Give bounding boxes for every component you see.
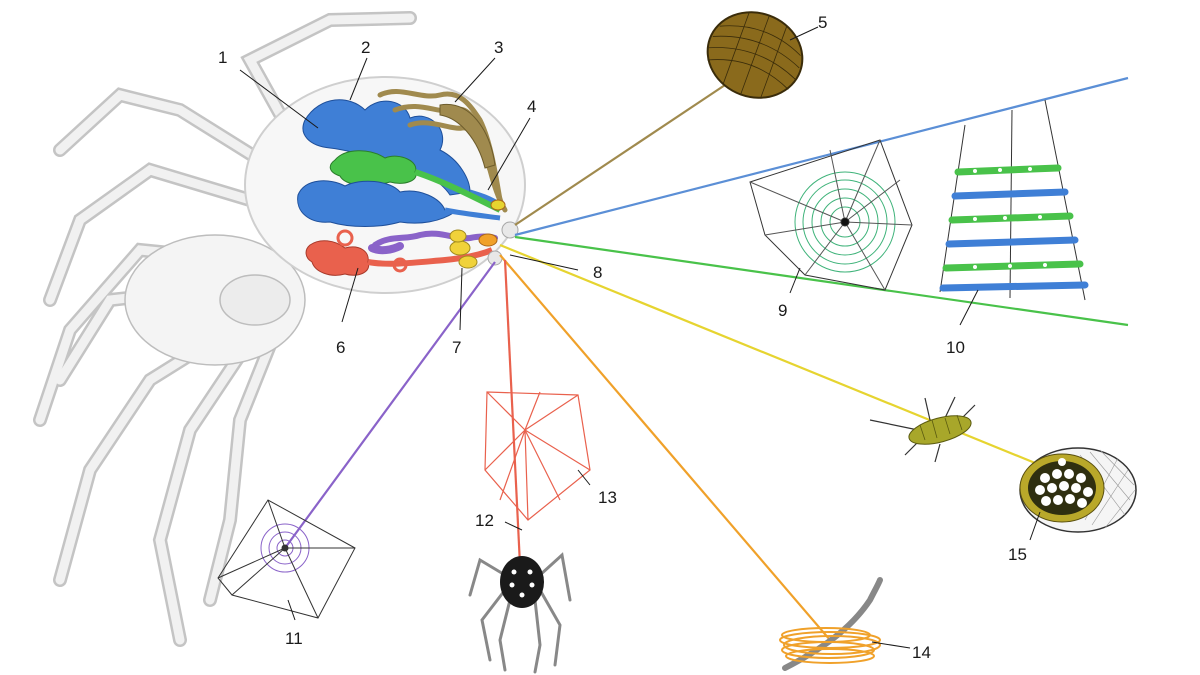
egg-cocoon-section — [1019, 447, 1137, 533]
label-12: 12 — [475, 511, 494, 530]
silk-wrap — [779, 627, 881, 664]
label-15: 15 — [1008, 545, 1027, 564]
twig-with-silk-wrap — [779, 577, 883, 671]
leader-lines — [239, 26, 1041, 649]
wrapped-prey — [869, 396, 976, 463]
piriform-gland — [449, 229, 478, 269]
sheet-web-purple — [217, 499, 356, 619]
thread-lower-green — [514, 235, 1129, 327]
label-13: 13 — [598, 488, 617, 507]
sternum — [219, 274, 291, 326]
hanging-spider — [468, 552, 572, 674]
label-9: 9 — [778, 301, 787, 320]
thread-orange — [499, 254, 831, 641]
minor-ampullate-gland — [297, 180, 501, 227]
label-11: 11 — [285, 629, 303, 648]
label-10: 10 — [946, 338, 965, 357]
egg-sac — [706, 11, 804, 99]
label-3: 3 — [494, 38, 503, 57]
thread-purple — [284, 261, 496, 549]
capture-thread-bands — [939, 164, 1089, 292]
orb-web — [749, 139, 913, 291]
capture-thread-detail — [939, 99, 1089, 301]
aggregate-gland — [305, 229, 494, 276]
tubuliform-gland-sac — [439, 103, 496, 169]
number-labels: 1 2 3 4 5 6 7 8 9 10 11 12 13 14 15 — [218, 13, 1027, 662]
thread-to-egg-sac — [514, 84, 726, 226]
label-8: 8 — [593, 263, 602, 282]
silk-glands — [297, 89, 519, 276]
glue-droplets — [973, 167, 1047, 269]
thread-red — [503, 259, 522, 566]
red-web — [484, 391, 591, 521]
thread-upper-blue — [514, 76, 1129, 237]
label-7: 7 — [452, 338, 461, 357]
label-6: 6 — [336, 338, 345, 357]
label-4: 4 — [527, 97, 536, 116]
orb-web-spiral — [794, 171, 896, 273]
spigots — [478, 199, 506, 247]
spider-body-illustration — [33, 11, 526, 647]
label-14: 14 — [912, 643, 931, 662]
spinnerets — [487, 221, 519, 266]
eggs — [1035, 458, 1093, 508]
label-5: 5 — [818, 13, 827, 32]
label-2: 2 — [361, 38, 370, 57]
label-1: 1 — [218, 48, 227, 67]
cephalothorax — [124, 234, 306, 366]
